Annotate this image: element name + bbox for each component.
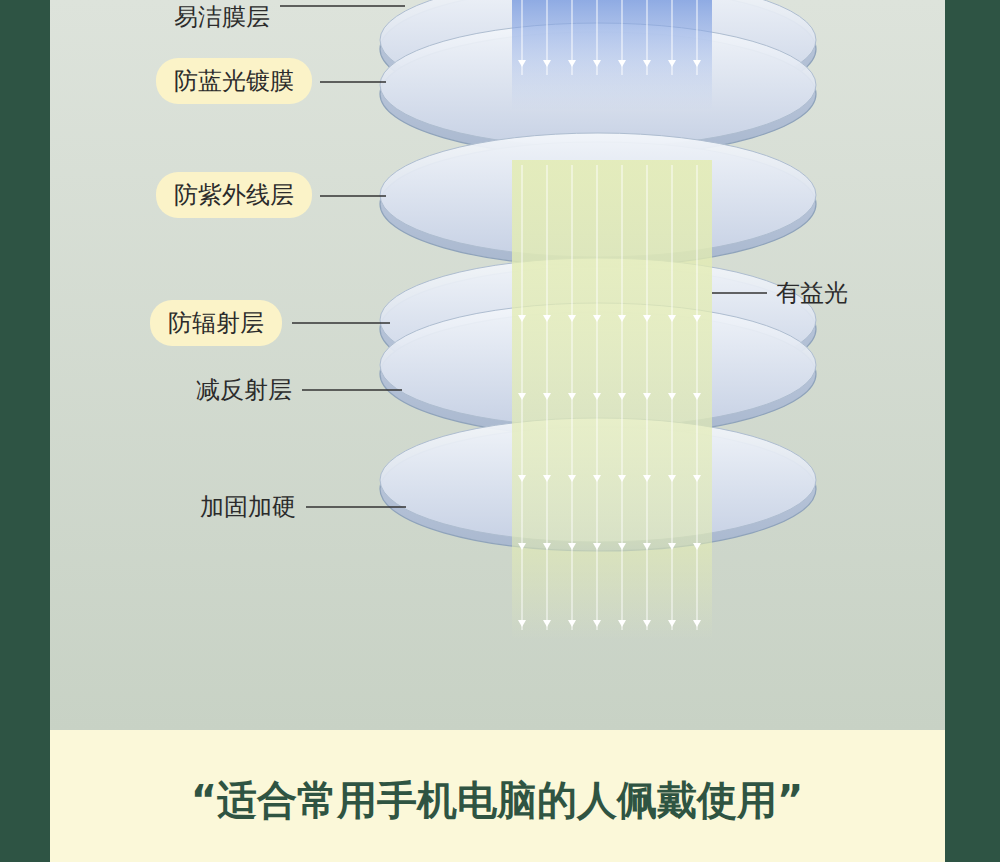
ray-head	[643, 393, 651, 400]
ray-head	[593, 620, 601, 627]
ray-head	[618, 475, 626, 482]
ray-head	[518, 315, 526, 322]
ray-head	[568, 543, 576, 550]
layer-pill: 防辐射层	[150, 300, 282, 346]
leader-lines	[280, 6, 767, 507]
layer-label: 有益光	[776, 277, 848, 309]
ray-head	[618, 393, 626, 400]
layer-name: 防辐射层	[168, 309, 264, 337]
layer-label: 减反射层	[196, 374, 292, 406]
ray-head	[668, 543, 676, 550]
ray-head	[543, 475, 551, 482]
ray-head	[693, 393, 701, 400]
ray-head	[593, 393, 601, 400]
layer-label: 易洁膜层	[174, 1, 270, 33]
ray-head	[693, 315, 701, 322]
ray-head	[568, 315, 576, 322]
ray-head	[543, 393, 551, 400]
ray-head	[518, 543, 526, 550]
ray-head	[643, 475, 651, 482]
ray-head	[693, 475, 701, 482]
ray-head	[543, 60, 551, 67]
ray-head	[543, 315, 551, 322]
ray-head	[568, 620, 576, 627]
ray-head	[618, 60, 626, 67]
ray-head	[618, 543, 626, 550]
caption: “适合常用手机电脑的人佩戴使用”	[191, 773, 804, 828]
beneficial-light	[512, 160, 712, 640]
layer-name: 防紫外线层	[174, 181, 294, 209]
ray-head	[693, 543, 701, 550]
ray-head	[643, 60, 651, 67]
ray-head	[543, 543, 551, 550]
blue-light	[512, 0, 712, 110]
layer-label: 加固加硬	[200, 491, 296, 523]
ray-head	[518, 393, 526, 400]
ray-head	[693, 60, 701, 67]
layer-pill: 防紫外线层	[156, 172, 312, 218]
ray-head	[668, 60, 676, 67]
layer-name: 防蓝光镀膜	[174, 67, 294, 95]
ray-head	[618, 620, 626, 627]
ray-head	[518, 60, 526, 67]
ray-head	[668, 620, 676, 627]
caption-band	[50, 730, 945, 862]
ray-head	[668, 315, 676, 322]
ray-head	[618, 315, 626, 322]
ray-head	[568, 393, 576, 400]
ray-head	[643, 315, 651, 322]
ray-head	[643, 543, 651, 550]
ray-head	[593, 475, 601, 482]
ray-head	[568, 475, 576, 482]
ray-head	[518, 620, 526, 627]
light-beams	[512, 0, 712, 640]
layer-pill: 防蓝光镀膜	[156, 58, 312, 104]
ray-head	[593, 315, 601, 322]
ray-head	[643, 620, 651, 627]
ray-head	[668, 393, 676, 400]
ray-head	[518, 475, 526, 482]
ray-head	[693, 620, 701, 627]
ray-head	[568, 60, 576, 67]
ray-head	[593, 60, 601, 67]
ray-head	[543, 620, 551, 627]
ray-head	[668, 475, 676, 482]
ray-head	[593, 543, 601, 550]
panel	[50, 0, 945, 730]
